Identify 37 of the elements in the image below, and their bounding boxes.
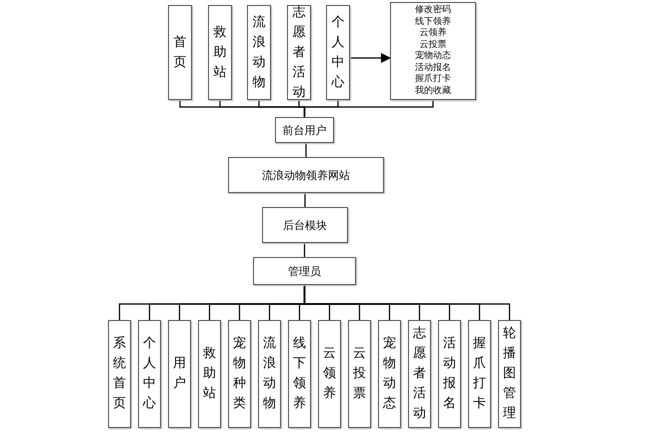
menu-item: 线下领养: [415, 16, 451, 28]
module-box: 流浪动物: [258, 320, 281, 428]
arrow: [350, 53, 391, 63]
module-box: 个人中心: [138, 320, 161, 428]
module-box: 宠物动态: [378, 320, 401, 428]
module-box: 宠物种类: [228, 320, 251, 428]
module-box: 个人中心: [326, 5, 350, 100]
menu-item: 云投票: [420, 40, 446, 50]
connector-line: [304, 243, 306, 257]
process-box: 流浪动物领养网站: [228, 157, 384, 193]
module-box: 救助站: [208, 5, 232, 100]
module-box: 流浪动物: [247, 5, 271, 100]
module-box: 线下领养: [288, 320, 311, 428]
module-box: 活动报名: [438, 320, 461, 428]
connector-line: [304, 193, 306, 207]
menu-item: 活动报名: [415, 62, 451, 74]
module-box: 系统首页: [108, 320, 131, 428]
module-box: 云领养: [318, 320, 341, 428]
module-box: 云投票: [348, 320, 371, 428]
module-box: 首页: [168, 5, 192, 100]
process-box: 前台用户: [275, 117, 334, 143]
connector-line: [305, 143, 307, 157]
module-box: 用户: [168, 320, 191, 428]
menu-item: 宠物动态: [415, 51, 451, 62]
module-box: 志愿者活动: [408, 320, 431, 428]
process-box: 后台模块: [262, 207, 348, 243]
menu-item: 云领养: [420, 28, 446, 40]
menu-box: [390, 2, 476, 100]
module-box: 握爪打卡: [468, 320, 491, 428]
process-box: 管理员: [253, 257, 356, 285]
menu-item: 修改密码: [415, 5, 451, 16]
menu-item: 我的收藏: [415, 86, 451, 97]
module-box: 救助站: [198, 320, 221, 428]
module-box: 志愿者活动: [287, 5, 311, 100]
menu-item: 握爪打卡: [415, 74, 451, 86]
connector-line: [304, 100, 434, 117]
module-box: 轮播图管理: [498, 320, 521, 428]
